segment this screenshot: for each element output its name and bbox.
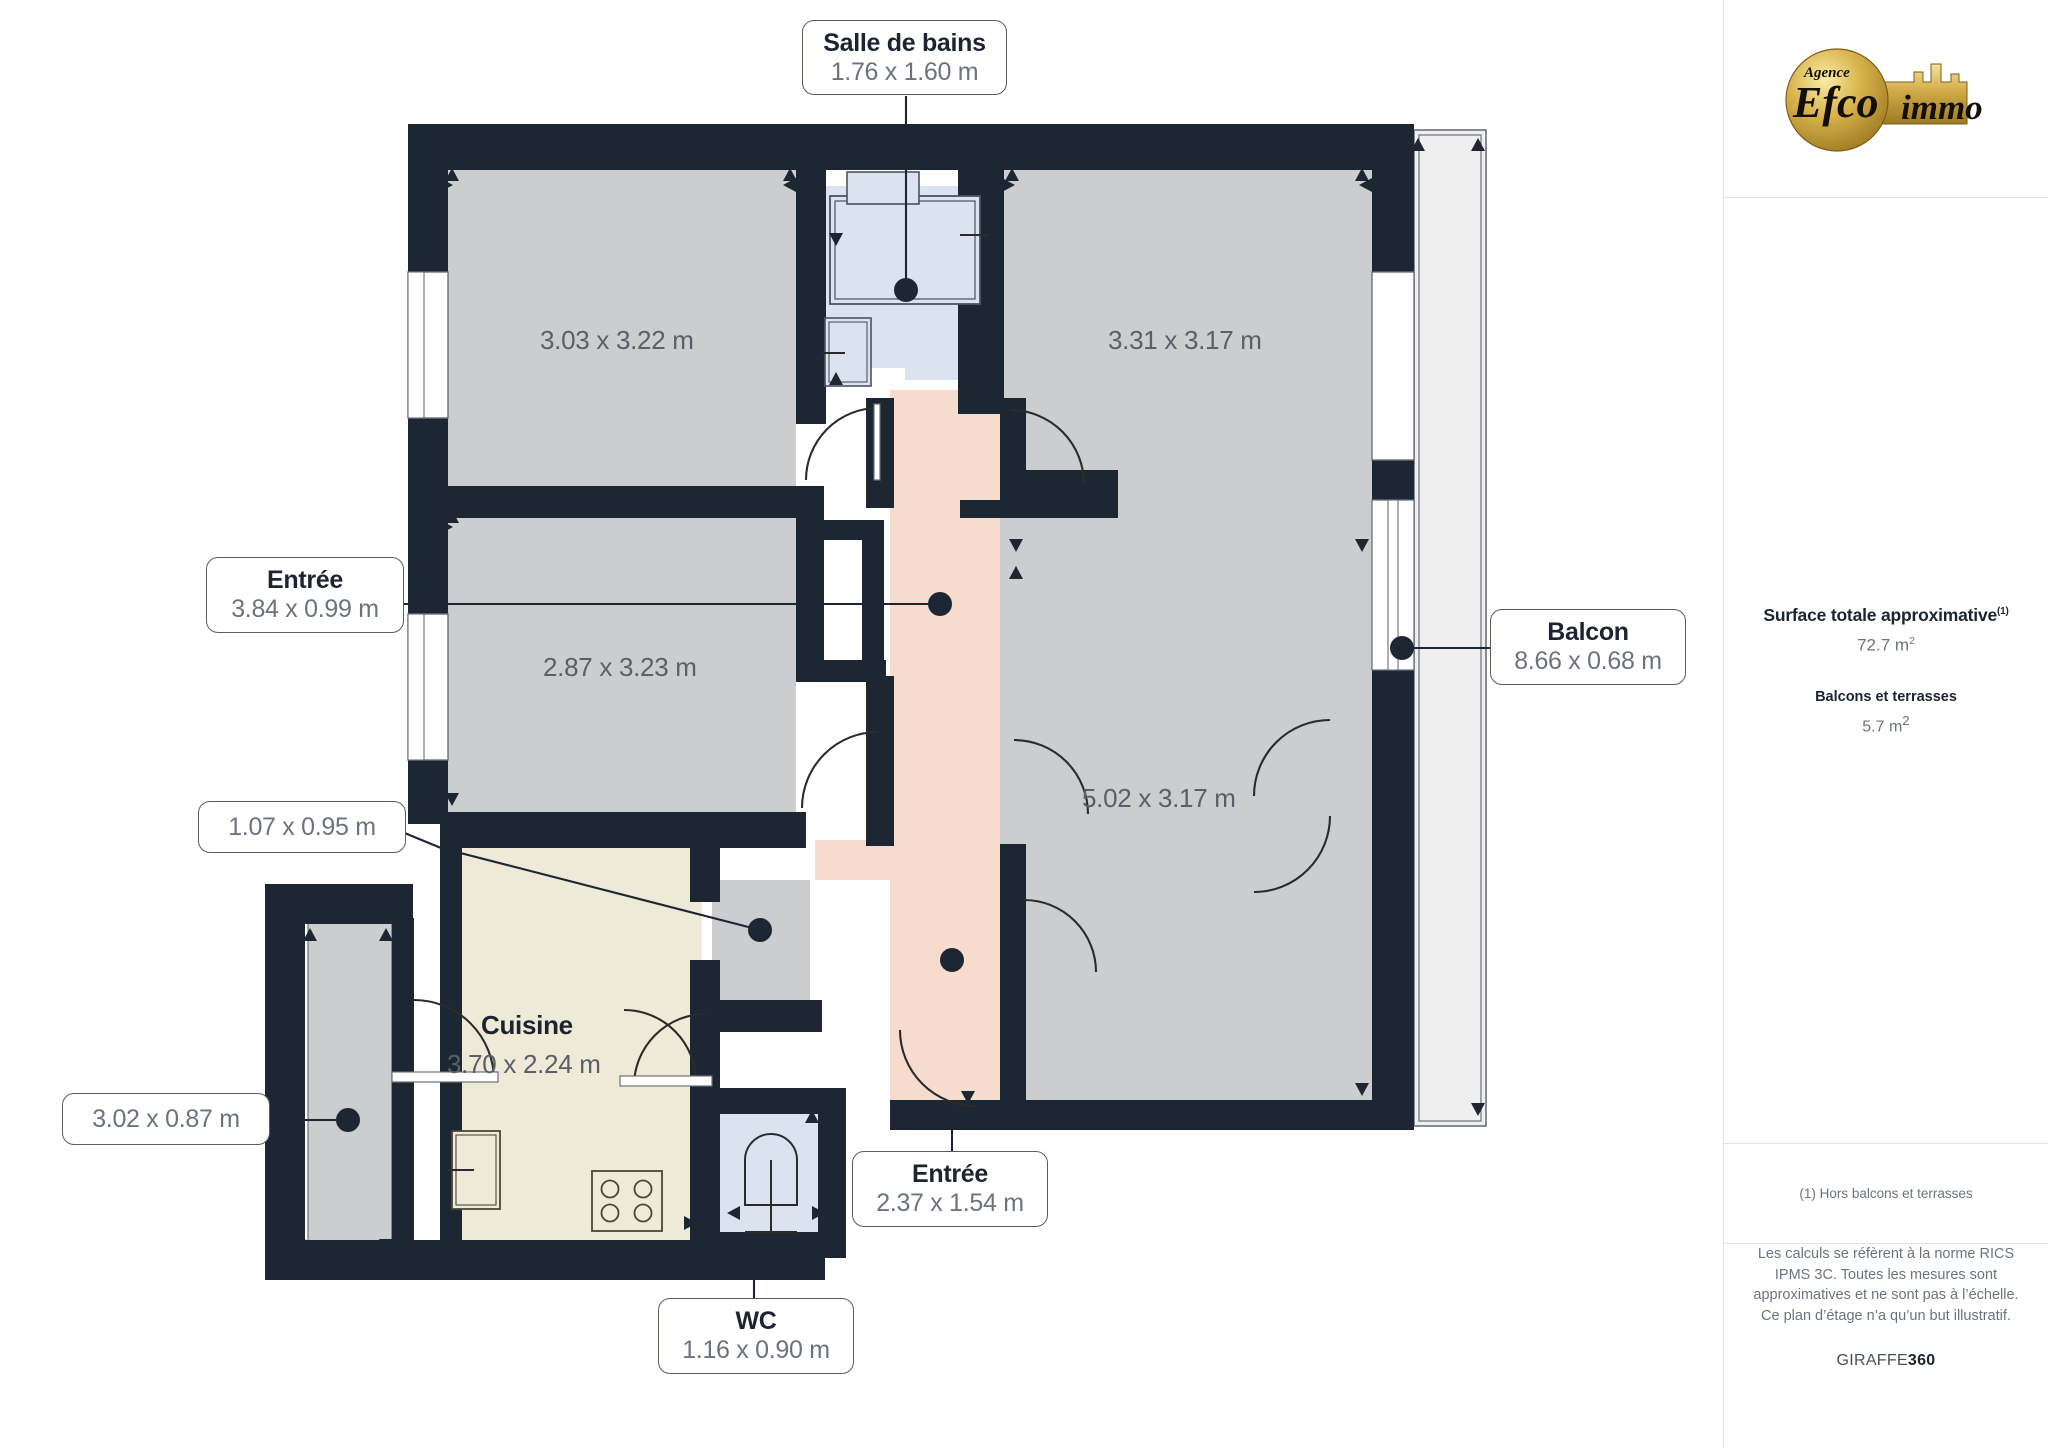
- agency-logo: Agence Efco immo: [1724, 0, 2048, 198]
- room-name-cuisine: Cuisine: [481, 1010, 573, 1040]
- callout-dimension: 3.84 x 0.99 m: [231, 595, 379, 623]
- doors: [413, 403, 1332, 1108]
- brand-text-bold: 360: [1907, 1352, 1936, 1370]
- footnote-text: (1) Hors balcons et terrasses: [1799, 1186, 1973, 1201]
- efco-key-logo-icon: [1785, 47, 1968, 152]
- room-dim-chambre3: 2.87 x 3.23 m: [543, 652, 697, 682]
- info-sidebar: Agence Efco immo Surface totale approxim…: [1723, 0, 2048, 1448]
- surface-summary: Surface totale approximative(1) 72.7 m2 …: [1724, 198, 2048, 1144]
- balcony-area-number: 5.7 m: [1862, 718, 1903, 736]
- surface-total-number: 72.7 m: [1857, 635, 1910, 655]
- floorplan-canvas: 3.03 x 3.22 m 3.31 x 3.17 m 2.87 x 3.23 …: [62, 20, 1686, 1374]
- callout-entree-haut[interactable]: Entrée 3.84 x 0.99 m: [206, 557, 404, 633]
- room-fill-hall: [815, 400, 1005, 1105]
- logo-text-efco: Efco: [1793, 77, 1879, 127]
- surface-total-text: Surface totale approximative: [1763, 604, 1998, 625]
- surface-total-value: 72.7 m2: [1857, 635, 1915, 656]
- callout-wc[interactable]: WC 1.16 x 0.90 m: [658, 1298, 854, 1374]
- toilet-fixture: [744, 1133, 798, 1233]
- callout-dimension: 8.66 x 0.68 m: [1514, 647, 1662, 675]
- surface-total-label: Surface totale approximative(1): [1763, 605, 2008, 626]
- room-dim-chambre2: 3.31 x 3.17 m: [1108, 325, 1262, 355]
- bath-counter-fixture: [846, 171, 920, 205]
- leader-lines: [250, 96, 1492, 1298]
- callout-label: Entrée: [266, 566, 343, 594]
- room-dim-salon: 5.02 x 3.17 m: [1082, 783, 1236, 813]
- bath-sink-fixture: [822, 317, 872, 387]
- door-leaves: [391, 1071, 713, 1087]
- balcony-area-value: 5.7 m2: [1862, 713, 1909, 736]
- callout-label: Salle de bains: [823, 28, 986, 57]
- callout-dimension: 2.37 x 1.54 m: [876, 1189, 1024, 1217]
- footnote-section: (1) Hors balcons et terrasses: [1724, 1144, 2048, 1244]
- walls: [265, 124, 1415, 1280]
- dimension-arrows: [297, 138, 1485, 1252]
- callout-label: Entrée: [911, 1160, 988, 1188]
- callout-dimension: 1.07 x 0.95 m: [228, 813, 376, 841]
- room-fill-chambre3: [440, 518, 796, 818]
- room-dim-cuisine: 3.70 x 2.24 m: [447, 1049, 601, 1079]
- callout-entree-bas[interactable]: Entrée 2.37 x 1.54 m: [852, 1151, 1048, 1227]
- callout-salle-de-bains[interactable]: Salle de bains 1.76 x 1.60 m: [802, 20, 1007, 95]
- floorplan-drawing: [250, 96, 1492, 1298]
- surface-total-unit-exp: 2: [1909, 634, 1915, 647]
- brand-text-light: GIRAFFE: [1836, 1352, 1908, 1370]
- balcony-area-unit-exp: 2: [1902, 713, 1910, 729]
- balcony-right: [1413, 129, 1487, 1127]
- balcony-area-label: Balcons et terrasses: [1815, 689, 1957, 706]
- callout-label: WC: [735, 1307, 777, 1335]
- callout-dimension: 3.02 x 0.87 m: [92, 1105, 240, 1133]
- surface-total-footnote-marker: (1): [1997, 605, 2009, 617]
- legal-text: Les calculs se réfèrent à la norme RICS …: [1753, 1246, 2019, 1324]
- room-fill-salon: [1000, 558, 1372, 1102]
- stove-fixture: [591, 1170, 663, 1232]
- leader-dots: [336, 278, 1414, 1132]
- room-dim-chambre1: 3.03 x 3.22 m: [540, 325, 694, 355]
- room-fill-chambre1: [440, 170, 796, 486]
- callout-label: Balcon: [1547, 618, 1629, 646]
- kitchen-sink-fixture: [448, 1130, 501, 1210]
- logo-text-immo: immo: [1901, 87, 1983, 127]
- logo-text-agence: Agence: [1804, 64, 1850, 81]
- legal-section: Les calculs se réfèrent à la norme RICS …: [1724, 1244, 2048, 1370]
- callout-placard-gauche[interactable]: 1.07 x 0.95 m: [198, 801, 406, 853]
- callout-dimension: 1.16 x 0.90 m: [682, 1336, 830, 1364]
- callout-dimension: 1.76 x 1.60 m: [830, 57, 979, 86]
- callout-balcon-gauche[interactable]: 3.02 x 0.87 m: [62, 1093, 270, 1145]
- giraffe360-brand: GIRAFFE360: [1836, 1352, 1935, 1370]
- callout-balcon[interactable]: Balcon 8.66 x 0.68 m: [1490, 609, 1686, 685]
